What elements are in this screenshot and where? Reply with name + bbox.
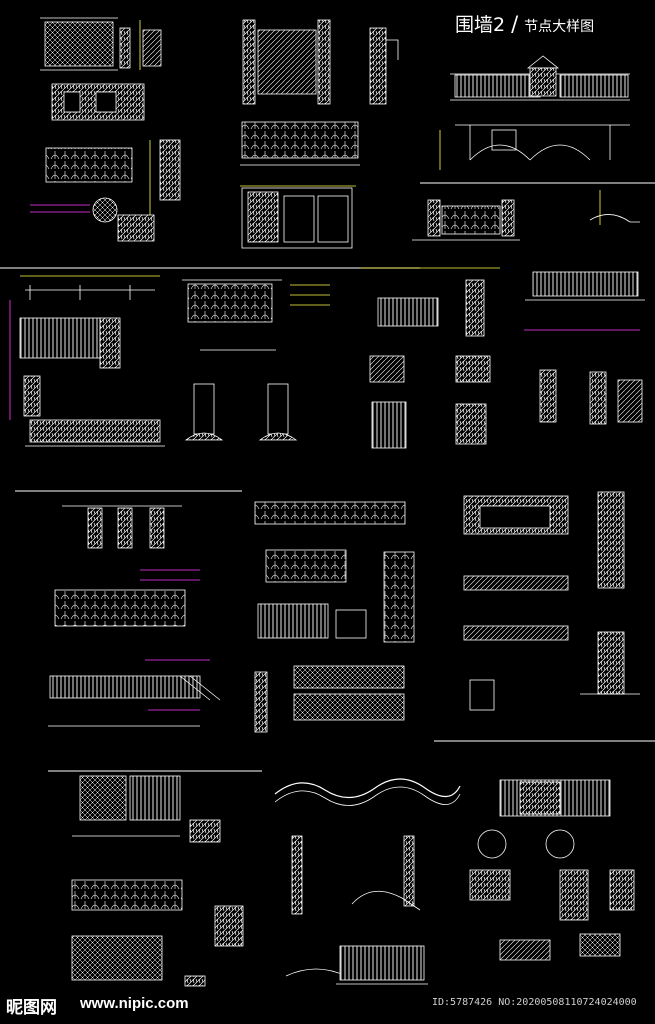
detail-pillar-panel-right	[463, 491, 640, 711]
detail-gate-bottom-left	[71, 775, 244, 987]
detail-wall-panels-top	[240, 19, 399, 249]
detail-wave-wall	[274, 778, 461, 985]
detail-fence-right-mid	[524, 271, 645, 425]
section-dividers	[0, 182, 655, 772]
detail-railing-sections	[360, 267, 500, 449]
sheet-title: 围墙2 / 节点大样图	[455, 10, 594, 40]
watermark-id: ID:5787426 NO:20200508110724024000	[432, 997, 637, 1008]
detail-gate-elevation-1	[30, 17, 181, 242]
detail-gate-bottom-right	[469, 779, 635, 961]
detail-wall-section-left	[9, 275, 165, 447]
watermark-logo: 昵图网	[6, 998, 57, 1018]
title-sub: 节点大样图	[524, 19, 595, 35]
detail-ornate-gate-center	[182, 279, 330, 441]
title-main: 围墙2	[455, 14, 506, 36]
detail-community-wall-elevations	[48, 505, 221, 727]
watermark-url: www.nipic.com	[80, 995, 189, 1012]
title-slash: /	[511, 12, 519, 36]
detail-gatehouse-elevation	[439, 55, 630, 170]
detail-fence-gate-right	[412, 190, 640, 241]
detail-pattern-fence-panels	[254, 501, 415, 733]
